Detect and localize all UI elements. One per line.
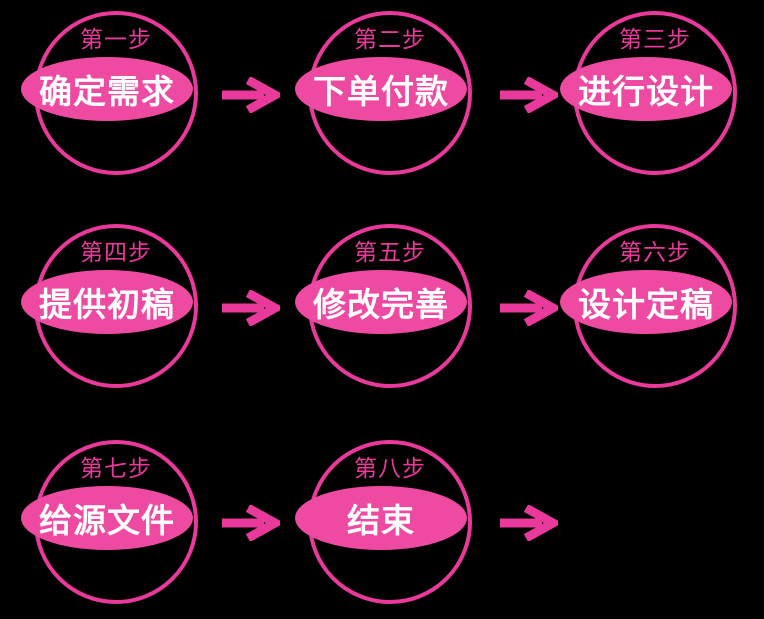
step-3: 第三步 进行设计: [560, 11, 737, 175]
step-title: 结束: [347, 502, 415, 539]
step-1: 第一步 确定需求: [21, 11, 198, 175]
step-ellipse: 提供初稿: [21, 270, 193, 334]
step-ellipse: 设计定稿: [560, 270, 732, 334]
step-ellipse: 给源文件: [21, 486, 193, 550]
step-title: 下单付款: [313, 73, 449, 110]
step-number-label: 第二步: [354, 26, 426, 52]
step-number-label: 第三步: [619, 26, 691, 52]
step-5: 第五步 修改完善: [295, 224, 472, 388]
step-number-label: 第五步: [354, 239, 426, 265]
arrow-right-icon: [222, 505, 280, 541]
step-ellipse: 结束: [295, 486, 467, 550]
arrow-right-icon: [500, 505, 558, 541]
arrow-right-icon: [500, 77, 558, 113]
step-title: 修改完善: [313, 286, 449, 323]
step-ellipse: 确定需求: [21, 57, 193, 121]
step-title: 设计定稿: [578, 286, 714, 323]
step-title: 给源文件: [39, 502, 175, 539]
arrow-right-icon: [222, 77, 280, 113]
step-number-label: 第六步: [619, 239, 691, 265]
arrow-right-icon: [222, 290, 280, 326]
step-number-label: 第七步: [80, 455, 152, 481]
step-7: 第七步 给源文件: [21, 440, 198, 604]
step-title: 确定需求: [39, 73, 175, 110]
step-ellipse: 进行设计: [560, 57, 732, 121]
arrow-right-icon: [500, 290, 558, 326]
step-number-label: 第八步: [354, 455, 426, 481]
step-ellipse: 修改完善: [295, 270, 467, 334]
step-number-label: 第四步: [80, 239, 152, 265]
step-title: 提供初稿: [39, 286, 175, 323]
step-ellipse: 下单付款: [295, 57, 467, 121]
step-number-label: 第一步: [80, 26, 152, 52]
step-title: 进行设计: [578, 73, 714, 110]
step-6: 第六步 设计定稿: [560, 224, 737, 388]
step-4: 第四步 提供初稿: [21, 224, 198, 388]
step-2: 第二步 下单付款: [295, 11, 472, 175]
step-8: 第八步 结束: [295, 440, 472, 604]
